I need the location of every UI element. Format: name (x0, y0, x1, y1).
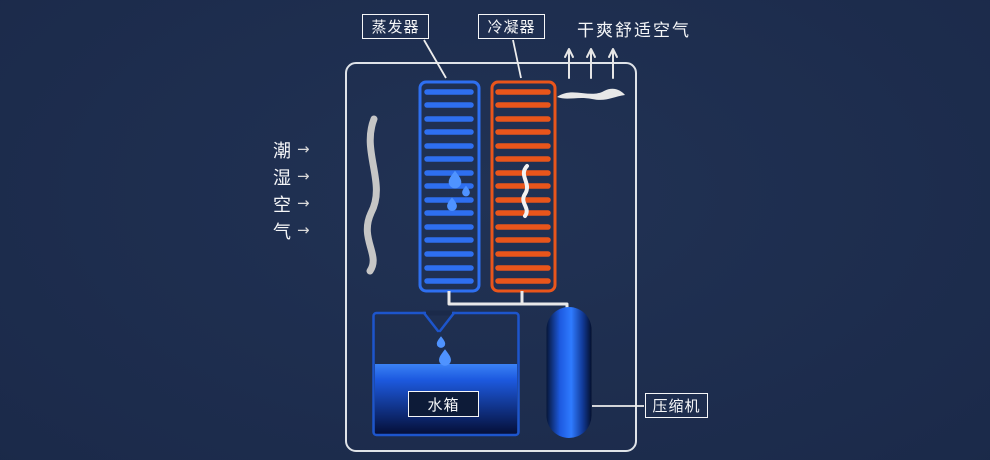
up-arrow-icon (564, 48, 618, 79)
compressor-label: 压缩机 (645, 393, 708, 418)
funnel-icon (422, 311, 456, 333)
humid-air-row: 气 → (272, 217, 310, 244)
droplet-icon (436, 336, 451, 366)
humid-air-row: 潮 → (272, 136, 310, 163)
right-arrow-icon: → (297, 166, 310, 185)
flame-icon (521, 164, 529, 218)
callout-lines (423, 39, 644, 407)
humid-air-row: 湿 → (272, 163, 310, 190)
dry-air-label: 干爽舒适空气 (577, 21, 691, 41)
humid-air-char: 湿 (273, 167, 291, 189)
right-arrow-icon: → (297, 220, 310, 239)
evaporator-coil (418, 80, 481, 293)
humid-air-row: 空 → (272, 190, 310, 217)
humid-air-char: 潮 (273, 140, 291, 162)
humid-air-label: 潮 → 湿 → 空 → 气 → (272, 136, 310, 244)
water-tank-label: 水箱 (408, 391, 479, 417)
swoosh-icon (557, 88, 625, 100)
compressor-body (546, 307, 592, 438)
right-arrow-icon: → (297, 193, 310, 212)
fan-blade-icon (363, 115, 380, 275)
condenser-label: 冷凝器 (478, 14, 545, 39)
evaporator-label: 蒸发器 (362, 14, 429, 39)
humid-air-char: 气 (273, 221, 291, 243)
droplet-icon (447, 170, 470, 212)
humid-air-char: 空 (273, 194, 291, 216)
condenser-coil (490, 80, 557, 293)
right-arrow-icon: → (297, 139, 310, 158)
housing-outline (345, 62, 637, 452)
